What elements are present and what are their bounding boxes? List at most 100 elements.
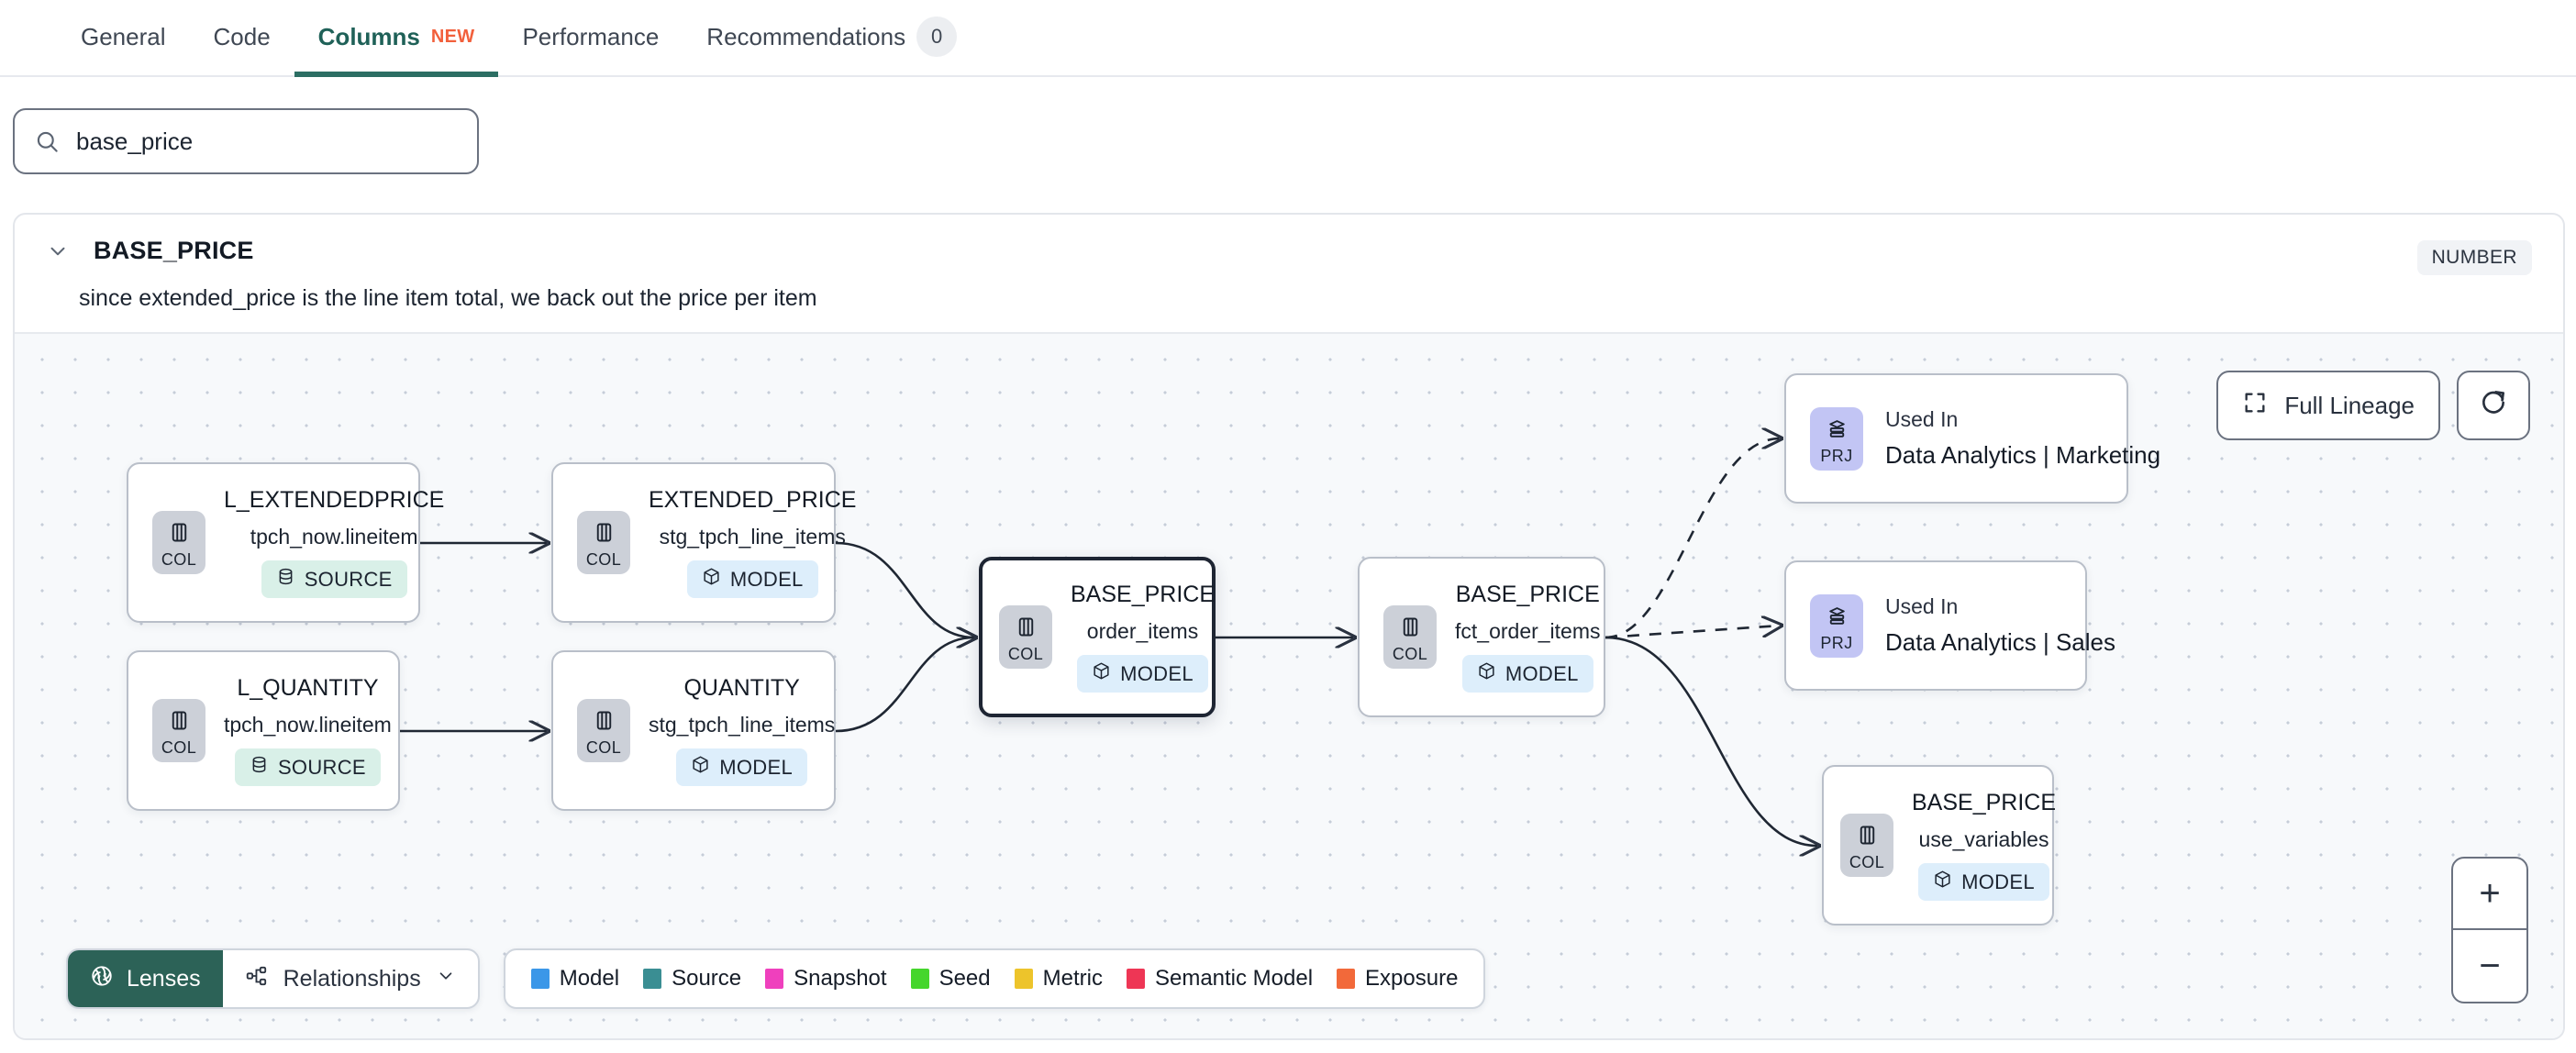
lenses-button[interactable]: Lenses <box>68 950 223 1007</box>
relationships-icon <box>245 964 269 994</box>
col-badge-label: COL <box>585 738 622 757</box>
full-lineage-button[interactable]: Full Lineage <box>2216 371 2440 440</box>
cube-icon <box>1933 870 1952 894</box>
node-body: BASE_PRICE use_variables MODEL <box>1893 790 2074 901</box>
col-badge: COL <box>577 699 630 762</box>
column-title-row: BASE_PRICE <box>46 215 2532 265</box>
tab-label: Code <box>213 22 271 50</box>
node-subtitle: tpch_now.lineitem <box>224 713 392 737</box>
cube-icon <box>702 567 721 592</box>
col-badge-label: COL <box>161 738 197 757</box>
lineage-node-order-items[interactable]: COL BASE_PRICE order_items MODEL <box>979 557 1216 717</box>
col-badge-label: COL <box>585 550 622 569</box>
tab-recommendations[interactable]: Recommendations 0 <box>683 0 981 75</box>
legend-swatch <box>1126 969 1145 989</box>
node-body: Used In Data Analytics | Sales <box>1863 594 2134 657</box>
node-title: BASE_PRICE <box>1455 582 1600 607</box>
tab-columns[interactable]: Columns NEW <box>294 0 499 77</box>
legend-label: Exposure <box>1365 966 1459 991</box>
lineage-node-extended-price[interactable]: COL EXTENDED_PRICE stg_tpch_line_items M… <box>551 462 856 623</box>
column-icon <box>592 708 616 737</box>
node-kind-label: MODEL <box>1961 870 2035 893</box>
prj-badge-label: PRJ <box>1820 446 1853 465</box>
col-badge: COL <box>152 699 205 762</box>
node-kind-pill: MODEL <box>676 748 808 786</box>
refresh-icon <box>2479 388 2508 424</box>
project-icon <box>1825 416 1849 446</box>
col-badge: COL <box>152 511 205 574</box>
node-kind-pill: SOURCE <box>261 560 407 598</box>
tab-label: Performance <box>522 22 660 50</box>
tab-bar: General Code Columns NEW Performance Rec… <box>0 0 2576 77</box>
tab-label: Recommendations <box>706 22 906 50</box>
lineage-edges <box>400 334 2563 1038</box>
zoom-in-button[interactable]: + <box>2453 859 2526 930</box>
node-used-in-label: Used In <box>1885 594 1959 618</box>
column-detail-card: BASE_PRICE NUMBER since extended_price i… <box>13 213 2565 1040</box>
zoom-out-button[interactable]: − <box>2479 945 2501 986</box>
node-subtitle: stg_tpch_line_items <box>659 525 846 549</box>
legend-swatch <box>643 969 662 989</box>
lineage-node-fct-order-items[interactable]: COL BASE_PRICE fct_order_items MODEL <box>1358 557 1605 717</box>
lineage-node-l-extendedprice[interactable]: COL L_EXTENDEDPRICE tpch_now.lineitem SO… <box>127 462 444 623</box>
node-used-in-label: Used In <box>1885 407 1959 431</box>
prj-badge: PRJ <box>1810 593 1863 658</box>
legend-item-source: Source <box>643 966 741 992</box>
tab-performance[interactable]: Performance <box>498 0 683 75</box>
node-kind-pill: MODEL <box>1077 655 1208 693</box>
node-title: QUANTITY <box>683 675 800 701</box>
lineage-node-quantity[interactable]: COL QUANTITY stg_tpch_line_items MODEL <box>551 650 836 811</box>
lenses-label: Lenses <box>127 965 201 992</box>
node-subtitle: order_items <box>1086 619 1199 643</box>
lineage-node-project-marketing[interactable]: PRJ Used In Data Analytics | Marketing <box>1784 373 2160 504</box>
col-badge-label: COL <box>1392 645 1428 663</box>
node-body: QUANTITY stg_tpch_line_items MODEL <box>630 675 853 786</box>
node-title: EXTENDED_PRICE <box>649 487 857 513</box>
chevron-down-icon[interactable] <box>46 239 70 263</box>
cube-icon <box>691 755 710 780</box>
prj-badge-label: PRJ <box>1820 633 1853 652</box>
legend-label: Source <box>672 966 742 991</box>
node-title: L_EXTENDEDPRICE <box>224 487 445 513</box>
node-kind-label: MODEL <box>729 567 804 591</box>
relationships-dropdown[interactable]: Relationships <box>223 950 478 1007</box>
node-subtitle: tpch_now.lineitem <box>250 525 418 549</box>
node-kind-pill: SOURCE <box>234 748 381 786</box>
search-input[interactable] <box>76 127 457 156</box>
col-badge-label: COL <box>161 550 197 569</box>
prj-badge: PRJ <box>1810 406 1863 471</box>
legend-label: Semantic Model <box>1154 966 1314 991</box>
page-title: BASE_PRICE <box>94 237 254 264</box>
node-kind-label: SOURCE <box>277 755 366 779</box>
column-type-badge: NUMBER <box>2416 240 2532 275</box>
lineage-node-use-variables[interactable]: COL BASE_PRICE use_variables MODEL <box>1822 765 2056 926</box>
node-kind-pill: MODEL <box>686 560 818 598</box>
search-box[interactable] <box>13 108 479 174</box>
search-icon <box>35 129 60 154</box>
node-body: Used In Data Analytics | Marketing <box>1863 407 2179 470</box>
lineage-node-l-quantity[interactable]: COL L_QUANTITY tpch_now.lineitem SOURCE <box>127 650 400 811</box>
column-icon <box>167 520 192 549</box>
node-body: EXTENDED_PRICE stg_tpch_line_items MODEL <box>630 487 874 598</box>
recommendations-count-badge: 0 <box>916 17 958 57</box>
chevron-down-icon <box>436 966 456 992</box>
legend-swatch <box>530 969 550 989</box>
full-lineage-label: Full Lineage <box>2284 391 2415 419</box>
col-badge: COL <box>1840 814 1893 877</box>
zoom-controls: + − <box>2451 857 2528 1003</box>
column-icon <box>592 520 616 549</box>
col-badge: COL <box>1383 605 1437 669</box>
column-icon <box>1014 615 1038 644</box>
tab-code[interactable]: Code <box>190 0 294 75</box>
project-icon <box>1825 604 1849 633</box>
refresh-button[interactable] <box>2457 371 2530 440</box>
lineage-canvas[interactable]: COL L_EXTENDEDPRICE tpch_now.lineitem SO… <box>15 332 2563 1038</box>
tab-general[interactable]: General <box>57 0 190 75</box>
column-header: BASE_PRICE NUMBER since extended_price i… <box>15 215 2563 332</box>
column-icon <box>167 708 192 737</box>
col-badge: COL <box>999 605 1052 669</box>
legend-swatch <box>1337 969 1356 989</box>
col-badge-label: COL <box>1849 853 1885 871</box>
lineage-node-project-sales[interactable]: PRJ Used In Data Analytics | Sales <box>1784 560 2115 691</box>
legend-swatch <box>910 969 929 989</box>
